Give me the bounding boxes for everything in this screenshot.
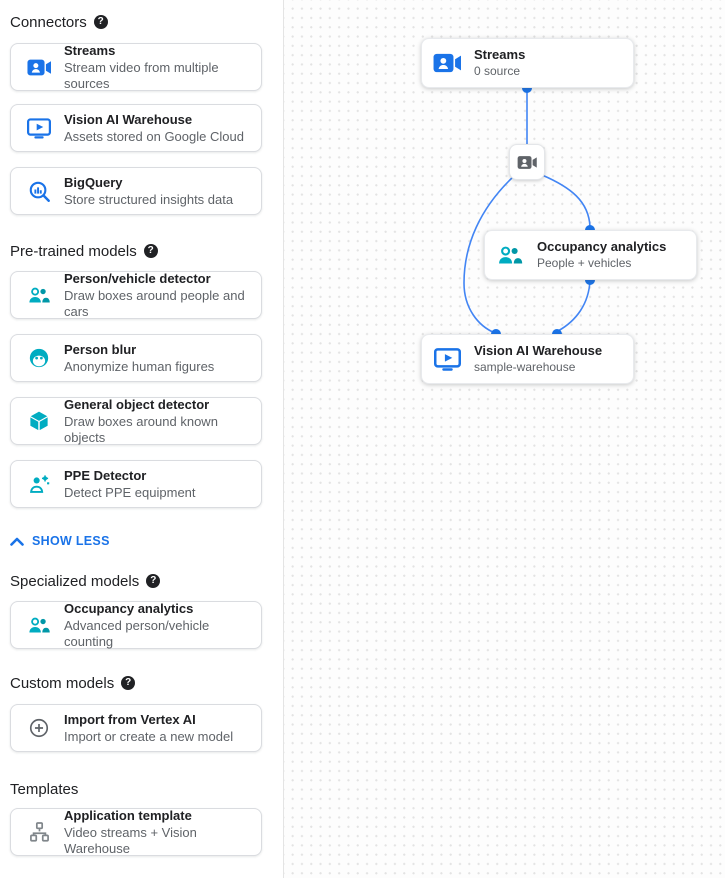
- component-library-sidebar: Connectors ? Streams Stream video from m…: [0, 0, 284, 878]
- section-heading-label: Specialized models: [10, 572, 140, 590]
- section-heading-label: Templates: [10, 780, 79, 798]
- card-application-template[interactable]: Application template Video streams + Vis…: [10, 808, 262, 856]
- card-subtitle: Detect PPE equipment: [64, 484, 196, 500]
- chevron-up-icon: [10, 537, 24, 546]
- card-subtitle: Stream video from multiple sources: [64, 59, 219, 91]
- add-circle-icon: [27, 716, 51, 740]
- section-heading-custom-models: Custom models ?: [10, 674, 283, 692]
- section-heading-specialized-models: Specialized models ?: [10, 572, 283, 590]
- card-title: PPE Detector: [64, 467, 147, 483]
- bigquery-icon: [27, 179, 51, 203]
- help-icon[interactable]: ?: [143, 244, 158, 258]
- node-subtitle: People + vehicles: [537, 256, 632, 270]
- streams-icon: [27, 55, 51, 79]
- card-title: Occupancy analytics: [64, 600, 194, 616]
- card-ppe-detector[interactable]: PPE Detector Detect PPE equipment: [10, 460, 262, 508]
- node-vision-ai-warehouse[interactable]: Vision AI Warehouse sample-warehouse: [421, 334, 634, 384]
- section-heading-label: Connectors: [10, 13, 87, 31]
- warehouse-icon: [27, 116, 51, 140]
- card-bigquery[interactable]: BigQuery Store structured insights data: [10, 167, 262, 215]
- card-vision-ai-warehouse[interactable]: Vision AI Warehouse Assets stored on Goo…: [10, 104, 262, 152]
- graph-edges: [463, 83, 595, 339]
- section-heading-label: Custom models: [10, 674, 115, 692]
- section-heading-label: Pre-trained models: [10, 242, 137, 260]
- org-chart-icon: [27, 820, 51, 844]
- node-streams[interactable]: Streams 0 source: [421, 38, 634, 88]
- person-group-icon: [27, 283, 51, 307]
- cube-icon: [27, 409, 51, 433]
- node-stream-processor[interactable]: [509, 144, 545, 180]
- show-less-label: SHOW LESS: [32, 534, 110, 548]
- section-heading-templates: Templates: [10, 780, 283, 798]
- card-title: Streams: [64, 42, 116, 58]
- person-blur-icon: [27, 346, 51, 370]
- card-title: Application template: [64, 807, 192, 823]
- help-icon[interactable]: ?: [146, 574, 161, 588]
- card-title: Vision AI Warehouse: [64, 111, 193, 127]
- section-heading-pretrained-models: Pre-trained models ?: [10, 242, 283, 260]
- help-icon[interactable]: ?: [93, 15, 108, 29]
- streams-icon: [433, 49, 461, 77]
- video-camera-icon: [517, 155, 537, 170]
- node-title: Vision AI Warehouse: [474, 343, 603, 358]
- warehouse-icon: [433, 345, 461, 373]
- card-subtitle: Draw boxes around known objects: [64, 413, 218, 445]
- node-subtitle: 0 source: [474, 64, 521, 78]
- card-person-vehicle-detector[interactable]: Person/vehicle detector Draw boxes aroun…: [10, 271, 262, 319]
- edge-occupancy-warehouse: [557, 279, 591, 332]
- card-subtitle: Assets stored on Google Cloud: [64, 128, 244, 144]
- edge-processor-warehouse: [463, 175, 515, 334]
- card-general-object-detector[interactable]: General object detector Draw boxes aroun…: [10, 397, 262, 445]
- card-streams[interactable]: Streams Stream video from multiple sourc…: [10, 43, 262, 91]
- card-import-from-vertex-ai[interactable]: Import from Vertex AI Import or create a…: [10, 704, 262, 752]
- ppe-person-icon: [27, 472, 51, 496]
- card-title: BigQuery: [64, 174, 123, 190]
- card-subtitle: Video streams + Vision Warehouse: [64, 824, 197, 856]
- card-title: Import from Vertex AI: [64, 711, 196, 727]
- graph-canvas[interactable]: Streams 0 source: [284, 0, 725, 878]
- show-less-button[interactable]: SHOW LESS: [10, 534, 110, 548]
- card-subtitle: Store structured insights data: [64, 191, 234, 207]
- card-subtitle: Advanced person/vehicle counting: [64, 617, 210, 649]
- node-occupancy-analytics[interactable]: Occupancy analytics People + vehicles: [484, 230, 697, 280]
- card-person-blur[interactable]: Person blur Anonymize human figures: [10, 334, 262, 382]
- card-subtitle: Anonymize human figures: [64, 358, 215, 374]
- edge-processor-occupancy: [541, 174, 591, 228]
- node-title: Streams: [474, 47, 526, 62]
- card-occupancy-analytics[interactable]: Occupancy analytics Advanced person/vehi…: [10, 601, 262, 649]
- card-title: Person blur: [64, 341, 137, 357]
- help-icon[interactable]: ?: [121, 676, 136, 690]
- card-title: Person/vehicle detector: [64, 270, 211, 286]
- card-subtitle: Draw boxes around people and cars: [64, 287, 245, 319]
- card-title: General object detector: [64, 396, 210, 412]
- node-subtitle: sample-warehouse: [474, 360, 576, 374]
- card-subtitle: Import or create a new model: [64, 728, 234, 744]
- person-group-icon: [496, 241, 524, 269]
- node-title: Occupancy analytics: [537, 239, 667, 254]
- section-heading-connectors: Connectors ?: [10, 13, 283, 31]
- person-group-icon: [27, 613, 51, 637]
